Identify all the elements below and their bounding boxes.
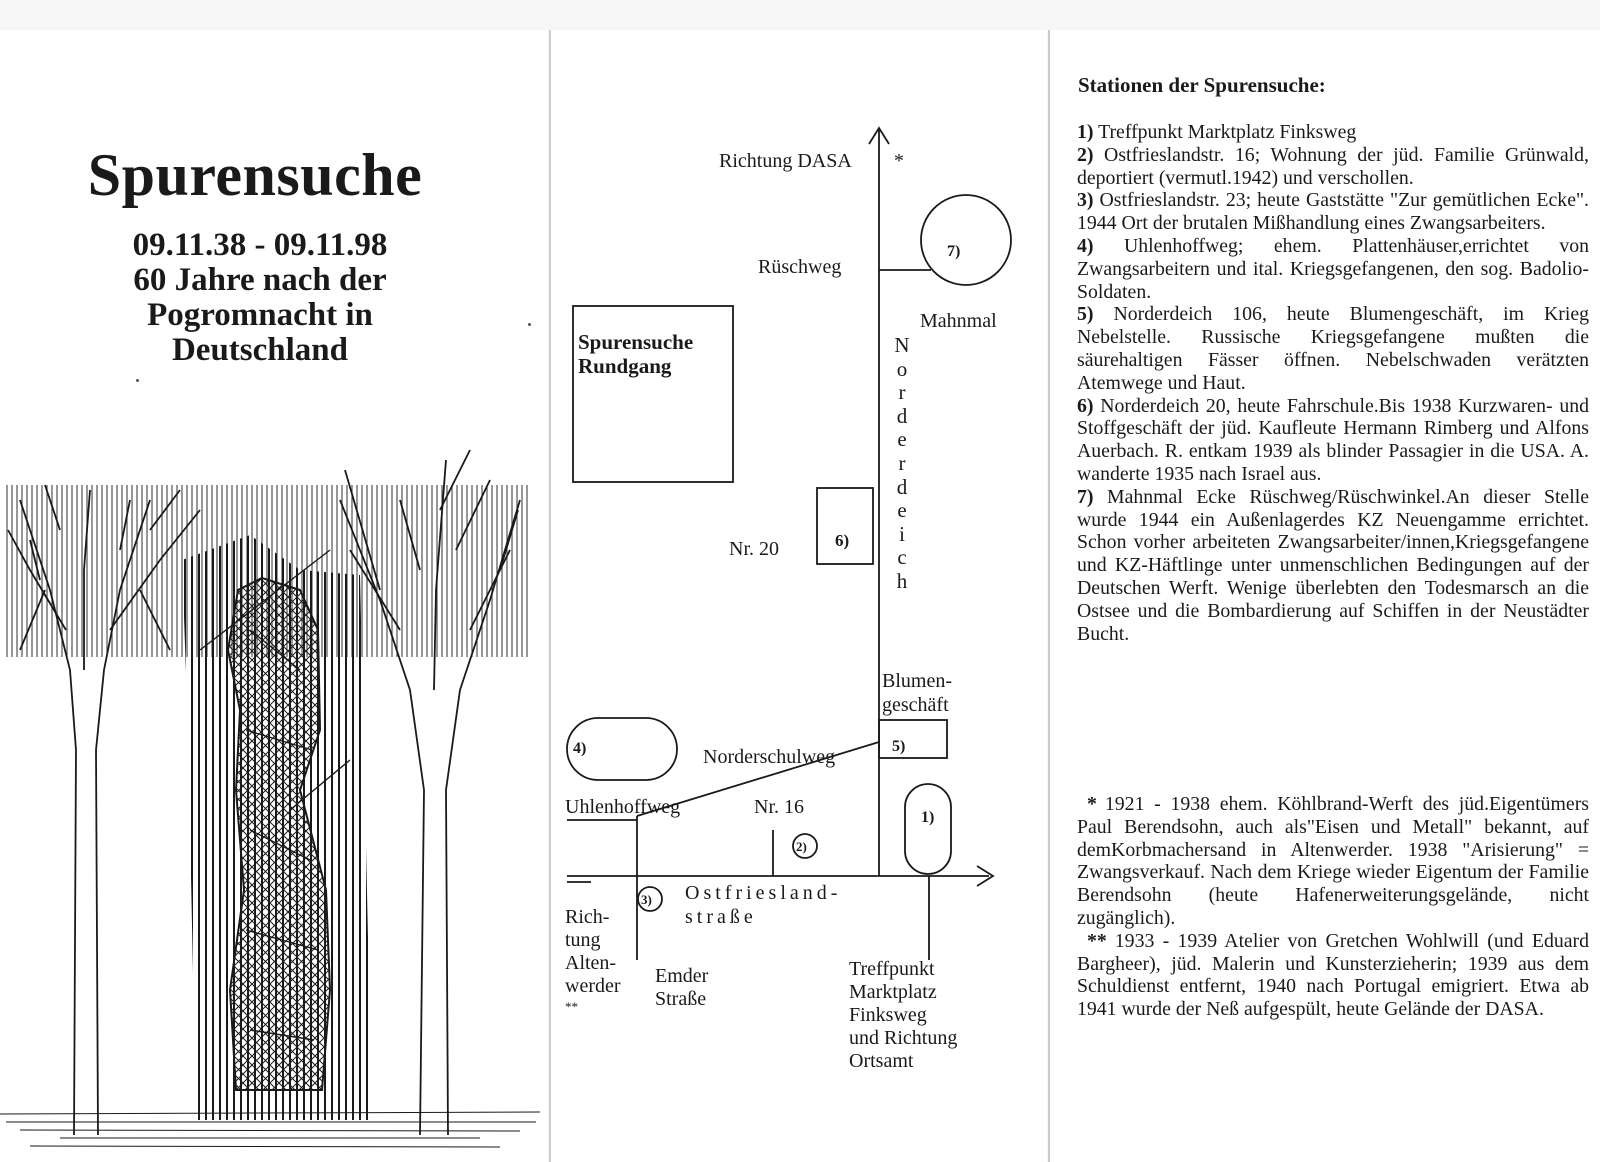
fold-line <box>549 30 551 1162</box>
cover-panel: Spurensuche 09.11.38 - 09.11.98 60 Jahre… <box>0 30 548 1162</box>
map-panel: Richtung DASA * Rüschweg Mahnmal Spurens… <box>551 30 1047 1162</box>
label-altenwerder-4: werder <box>565 975 621 997</box>
label-richtung-dasa: Richtung DASA <box>719 150 852 172</box>
street-letter: o <box>896 356 908 381</box>
station-item: 4) Uhlenhoffweg; ehem. Plattenhäuser,err… <box>1077 235 1589 303</box>
tour-box-title: Spurensuche Rundgang <box>578 330 694 378</box>
label-blumengeschaeft-1: Blumen- <box>882 670 952 692</box>
cover-title: Spurensuche <box>87 142 423 208</box>
station-item: 2) Ostfrieslandstr. 16; Wohnung der jüd.… <box>1077 144 1589 190</box>
label-treffpunkt-2: Marktplatz <box>849 981 937 1003</box>
station-item: 1) Treffpunkt Marktplatz Finksweg <box>1077 121 1589 144</box>
marker-station-2: 2) <box>796 839 807 854</box>
street-letter: r <box>898 380 906 405</box>
street-letter: r <box>898 451 906 475</box>
station-item: 5) Norderdeich 106, heute Blumengeschäft… <box>1077 303 1589 394</box>
station-text: Mahnmal Ecke Rüschweg/Rüschwinkel.An die… <box>1077 485 1589 645</box>
footnote: **1933 - 1939 Atelier von Gretchen Wohlw… <box>1077 930 1589 1021</box>
label-nr16: Nr. 16 <box>754 796 804 818</box>
label-nr20: Nr. 20 <box>729 538 779 560</box>
station-text: Uhlenhoffweg; ehem. Plattenhäuser,errich… <box>1077 234 1589 303</box>
footnote-text: 1933 - 1939 Atelier von Gretchen Wohlwil… <box>1077 929 1589 1021</box>
speck <box>136 379 139 382</box>
memorial-trees-illustration <box>0 449 541 1148</box>
street-letter: i <box>899 521 905 546</box>
station-number: 2) <box>1077 143 1094 166</box>
marker-station-5: 5) <box>892 738 906 755</box>
footnote-mark: * <box>1087 793 1097 815</box>
subtitle-dates: 09.11.38 - 09.11.98 <box>132 227 388 263</box>
street-letter: h <box>896 569 908 593</box>
label-norderschulweg: Norderschulweg <box>703 746 836 768</box>
street-letter: N <box>894 333 910 357</box>
subtitle-line-2: 60 Jahre nach der <box>133 262 387 298</box>
stations-title: Stationen der Spurensuche: <box>1078 73 1326 97</box>
street-letter: e <box>897 498 907 523</box>
subtitle-line-4: Deutschland <box>171 332 349 368</box>
route-map <box>566 126 1012 960</box>
station-item: 7) Mahnmal Ecke Rüschweg/Rüschwinkel.An … <box>1077 486 1589 646</box>
street-letter: d <box>896 403 908 428</box>
footnote-text: 1921 - 1938 ehem. Köhlbrand-Werft des jü… <box>1077 793 1589 929</box>
station-number: 1) <box>1077 121 1094 143</box>
speck <box>528 323 531 326</box>
station-item: 3) Ostfrieslandstr. 23; heute Gaststätte… <box>1077 189 1589 235</box>
marker-station-1: 1) <box>921 809 935 826</box>
label-altenwerder-3: Alten- <box>565 952 617 974</box>
cover-subtitle: 09.11.38 - 09.11.98 60 Jahre nach der Po… <box>20 228 500 368</box>
label-emder-1: Emder <box>655 965 709 987</box>
station-text: Norderdeich 20, heute Fahrschule.Bis 193… <box>1077 394 1589 485</box>
footnotes: *1921 - 1938 ehem. Köhlbrand-Werft des j… <box>1077 793 1589 1021</box>
station-number: 5) <box>1077 303 1094 326</box>
label-ostfriesland-1: Ostfriesland- <box>685 882 842 904</box>
label-star: * <box>894 150 904 172</box>
label-altenwerder-1: Rich- <box>565 906 610 928</box>
footnote-mark: ** <box>1087 929 1107 952</box>
label-altenwerder-5: ** <box>565 999 578 1014</box>
station-text: Ostfrieslandstr. 23; heute Gaststätte "Z… <box>1077 189 1589 235</box>
station-item: 6) Norderdeich 20, heute Fahrschule.Bis … <box>1077 395 1589 486</box>
street-letter: c <box>897 545 907 570</box>
stations-list: 1) Treffpunkt Marktplatz Finksweg 2) Ost… <box>1077 121 1589 645</box>
station-text: Ostfrieslandstr. 16; Wohnung der jüd. Fa… <box>1077 143 1589 189</box>
label-treffpunkt-5: Ortsamt <box>849 1050 914 1072</box>
street-letter: d <box>896 474 908 499</box>
label-treffpunkt-3: Finksweg <box>849 1004 927 1026</box>
label-blumengeschaeft-2: geschäft <box>882 694 949 716</box>
fold-line <box>1048 30 1050 1162</box>
station-number: 4) <box>1077 234 1094 257</box>
label-rueschweg: Rüschweg <box>758 256 842 278</box>
label-altenwerder-2: tung <box>565 929 601 951</box>
label-treffpunkt-4: und Richtung <box>849 1027 958 1049</box>
station-text: Treffpunkt Marktplatz Finksweg <box>1098 121 1357 143</box>
marker-station-3: 3) <box>641 892 652 907</box>
label-ostfriesland-2: straße <box>685 906 757 928</box>
marker-station-7: 7) <box>947 243 961 260</box>
station-number: 7) <box>1077 485 1094 508</box>
station-text: Norderdeich 106, heute Blumengeschäft, i… <box>1077 303 1589 394</box>
stations-panel: Stationen der Spurensuche: 1) Treffpunkt… <box>1050 30 1600 1162</box>
footnote: *1921 - 1938 ehem. Köhlbrand-Werft des j… <box>1077 793 1589 930</box>
label-uhlenhoffweg: Uhlenhoffweg <box>565 796 681 818</box>
marker-station-4: 4) <box>573 740 587 757</box>
street-letter: e <box>897 427 907 452</box>
station-number: 6) <box>1077 394 1094 417</box>
label-mahnmal: Mahnmal <box>920 310 997 332</box>
label-treffpunkt-1: Treffpunkt <box>849 958 935 980</box>
station-number: 3) <box>1077 189 1094 212</box>
subtitle-line-3: Pogromnacht in <box>147 297 373 333</box>
marker-station-6: 6) <box>835 531 850 550</box>
label-emder-2: Straße <box>655 988 707 1010</box>
